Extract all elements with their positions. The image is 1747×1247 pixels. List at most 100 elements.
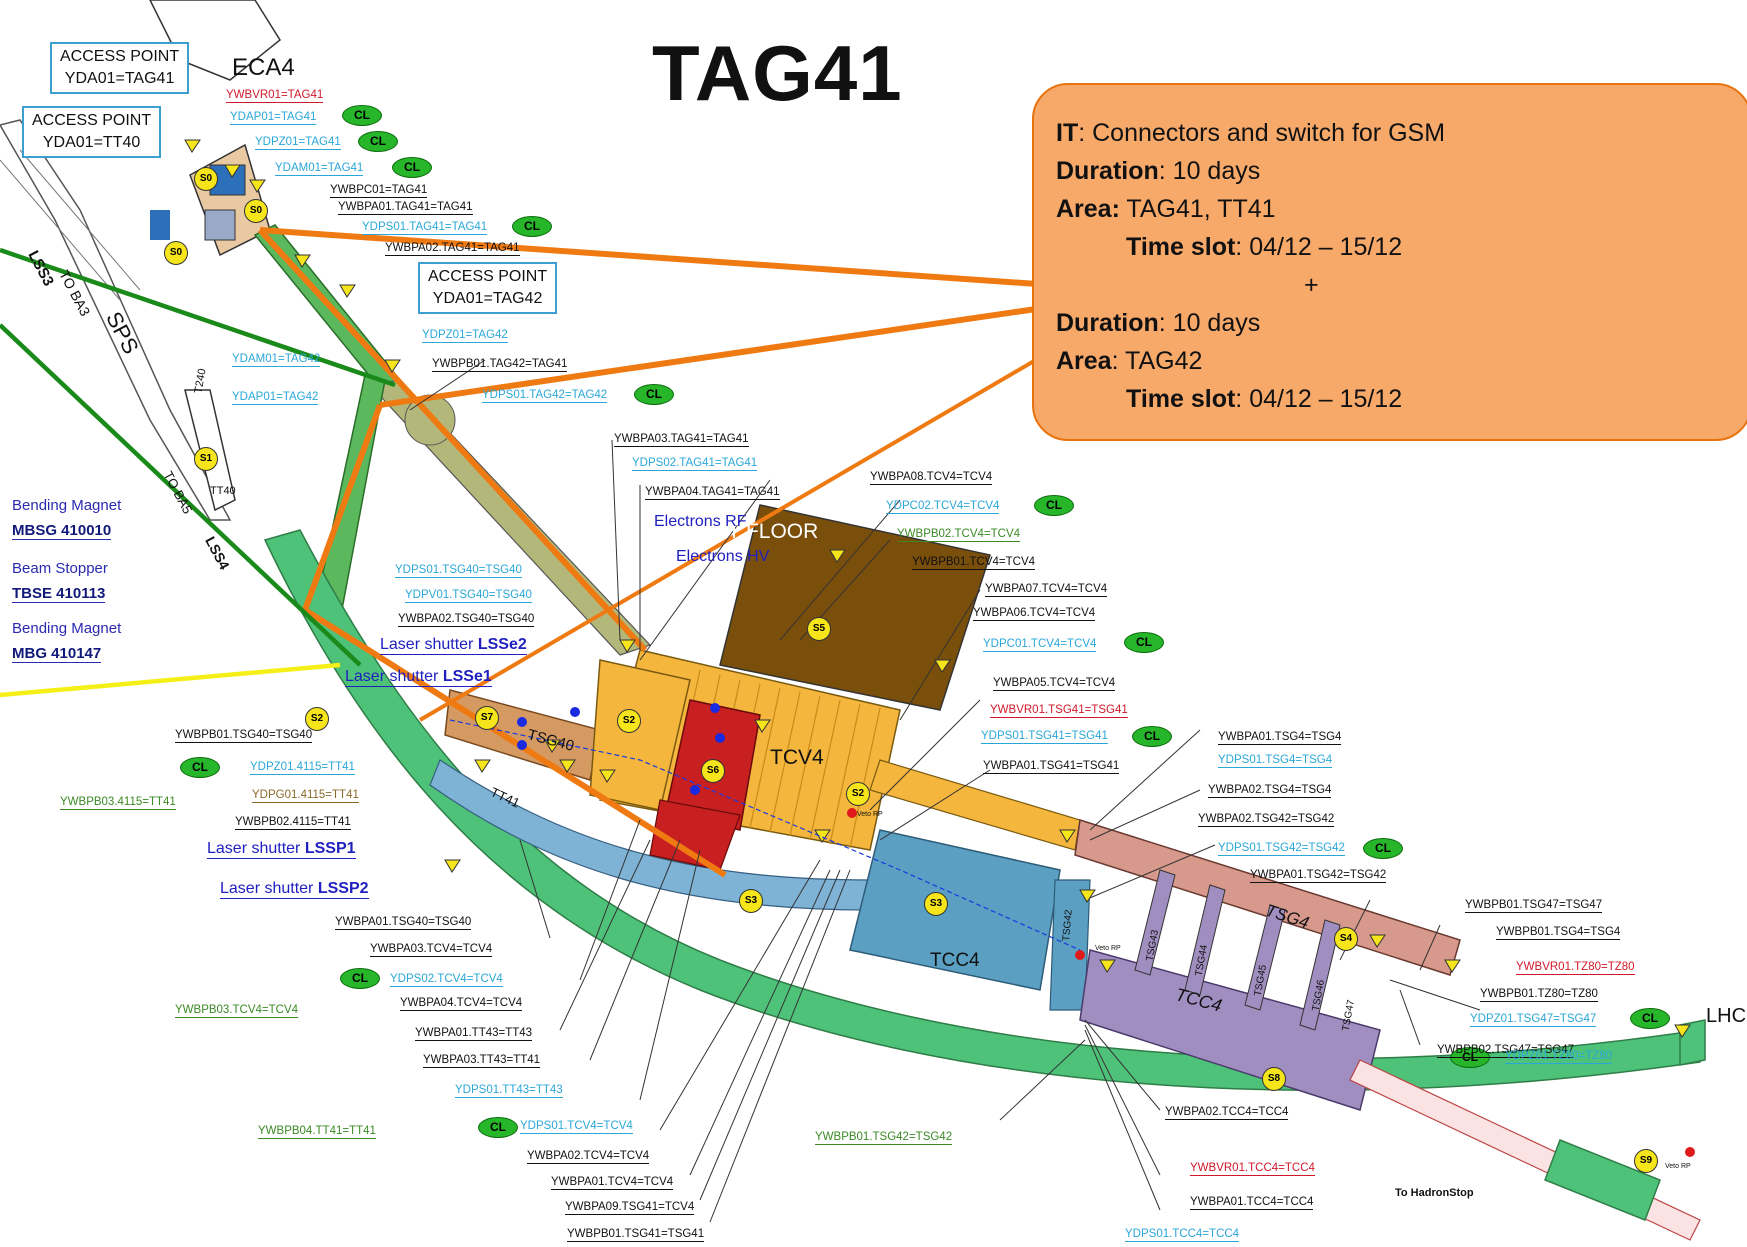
zone-tt40: TT40 xyxy=(210,485,236,497)
tag-label: YWBPA02.TCC4=TCC4 xyxy=(1165,1106,1289,1120)
it-label: IT xyxy=(1056,119,1079,147)
cl-badge: CL xyxy=(392,157,432,178)
info-duration-line: Duration: 10 days xyxy=(1056,157,1260,186)
tag-label: YWBPB01.TAG42=TAG41 xyxy=(432,358,568,372)
shutter-code: LSSP1 xyxy=(304,840,356,857)
tag-label: YDPS01.TAG41=TAG41 xyxy=(362,221,488,235)
tag-label: YWBPA04.TAG41=TAG41 xyxy=(645,486,780,500)
shutter-prefix: Laser shutter xyxy=(380,636,478,653)
sector-marker: S9 xyxy=(1634,1149,1658,1173)
tag-label: YDPZ01.TSG47=TSG47 xyxy=(1470,1013,1597,1027)
access-point-tag41: ACCESS POINT YDA01=TAG41 xyxy=(50,42,190,94)
timeslot2-text: : 04/12 – 15/12 xyxy=(1235,385,1403,413)
tag-label: YWBPA03.TCV4=TCV4 xyxy=(370,943,493,957)
tag-label: YWBPA02.TAG41=TAG41 xyxy=(385,242,520,256)
tsg4-tunnel xyxy=(1074,819,1461,976)
cl-badge: CL xyxy=(358,131,398,152)
leader-lines xyxy=(409,359,1481,1223)
tag-label: YDPS01.TSG40=TSG40 xyxy=(395,564,522,578)
cl-badge: CL xyxy=(180,757,220,778)
beam-stopper-label: Beam Stopper xyxy=(12,560,108,577)
shutter-prefix: Laser shutter xyxy=(220,880,318,897)
bending-magnet-code-1: MBSG 410010 xyxy=(12,522,112,540)
tag-label: YWBPA05.TCV4=TCV4 xyxy=(993,677,1116,691)
access-point-value: YDA01=TAG41 xyxy=(64,70,175,87)
s9-block xyxy=(1544,1139,1661,1221)
tag-label: YWBPB01.TSG41=TSG41 xyxy=(567,1228,705,1242)
zone-to-hadronstop: To HadronStop xyxy=(1395,1187,1474,1199)
tag-label: YWBPA01.TT43=TT43 xyxy=(415,1027,533,1041)
veto-rp-label-2: Veto RP xyxy=(1095,945,1121,952)
cl-badge: CL xyxy=(1630,1008,1670,1029)
laser-shutter-lsse1: Laser shutter LSSe1 xyxy=(345,668,492,687)
tag-label: YWBPA09.TSG41=TCV4 xyxy=(565,1201,695,1215)
shutter-prefix: Laser shutter xyxy=(345,668,443,685)
info-duration2-line: Duration: 10 days xyxy=(1056,309,1260,338)
tag-label: YDPS01.TT43=TT43 xyxy=(455,1084,563,1098)
tag-label: YWBPB02.TCV4=TCV4 xyxy=(897,528,1021,542)
info-it-line: IT: Connectors and switch for GSM xyxy=(1056,119,1445,148)
sector-marker: S2 xyxy=(305,707,329,731)
tag-label: YDPZ01.4115=TT41 xyxy=(250,761,355,775)
tag-label: YDPZ01=TAG42 xyxy=(422,329,508,343)
tag-label: YDPS01.TSG41=TSG41 xyxy=(981,730,1108,744)
area2-text: : TAG42 xyxy=(1111,347,1203,375)
sector-marker: S2 xyxy=(846,782,870,806)
tag-label: YWBPA02.TSG40=TSG40 xyxy=(398,613,535,627)
sector-marker: S5 xyxy=(807,617,831,641)
shutter-code: LSSe2 xyxy=(477,636,527,653)
beam-stopper-code: TBSE 410113 xyxy=(12,585,106,603)
sector-marker: S6 xyxy=(701,759,725,783)
shutter-prefix: Laser shutter xyxy=(207,840,305,857)
tag-label: YWBPB03.4115=TT41 xyxy=(60,796,176,810)
tag-label: YDPC02.TCV4=TCV4 xyxy=(886,500,1000,514)
tag-label: YDPS01.TSG4=TSG4 xyxy=(1218,754,1333,768)
sector-marker: S8 xyxy=(1262,1067,1286,1091)
zone-tcv4: TCV4 xyxy=(770,746,824,769)
area2-label: Area xyxy=(1056,347,1112,375)
tag-label: YWBPA06.TCV4=TCV4 xyxy=(973,607,1096,621)
veto-rp-label-1: Veto RP xyxy=(857,811,883,818)
page-title: TAG41 xyxy=(652,29,903,117)
sector-marker: S7 xyxy=(475,706,499,730)
tag-label: YWBPB01.TSG40=TSG40 xyxy=(175,729,313,743)
tag-label: YWBPA02.TCV4=TCV4 xyxy=(527,1150,650,1164)
tag-label: YWBVR01.TSG41=TSG41 xyxy=(990,704,1128,718)
sector-marker: S0 xyxy=(194,167,218,191)
shutter-code: LSSe1 xyxy=(442,668,492,685)
tag-label: YWBPB02.TSG47=TSG47 xyxy=(1437,1044,1575,1058)
tag-label: YWBPB01.TSG47=TSG47 xyxy=(1465,899,1603,913)
tag-label: YWBVR01.TZ80=TZ80 xyxy=(1516,961,1635,975)
timeslot-text: : 04/12 – 15/12 xyxy=(1235,233,1403,261)
sector-marker: S3 xyxy=(924,892,948,916)
access-point-tag42: ACCESS POINT YDA01=TAG42 xyxy=(418,262,558,314)
tag-label: YWBPB01.TSG42=TSG42 xyxy=(815,1131,953,1145)
laser-shutter-lssp1: Laser shutter LSSP1 xyxy=(207,840,356,859)
tag-label: YWBPB01.TZ80=TZ80 xyxy=(1480,988,1598,1002)
red-dots xyxy=(847,808,1695,1157)
tag-label: YWBPA02.TSG42=TSG42 xyxy=(1198,813,1335,827)
tag-label: YWBPB02.4115=TT41 xyxy=(235,816,351,830)
tsg-connectors xyxy=(1134,869,1341,1031)
tag-label: YDAP01=TAG41 xyxy=(230,111,317,125)
sector-marker: S0 xyxy=(164,241,188,265)
tcc4-hall xyxy=(849,829,1061,991)
tag-label: YDPZ01.TZ80=TZ80 xyxy=(1505,1050,1613,1064)
tag-label: YWBVR01.TCC4=TCC4 xyxy=(1190,1162,1315,1176)
tag-label: YWBPA01.TCC4=TCC4 xyxy=(1190,1196,1314,1210)
cl-badge: CL xyxy=(1034,495,1074,516)
zone-tcc4-blue: TCC4 xyxy=(930,950,980,971)
tag-label: YWBPB01.TCV4=TCV4 xyxy=(912,556,1036,570)
it-text: : Connectors and switch for GSM xyxy=(1078,119,1446,147)
tag-label: YWBPB04.TT41=TT41 xyxy=(258,1125,376,1139)
tag-label: YDPV01.TSG40=TSG40 xyxy=(405,589,532,603)
access-point-tt40: ACCESS POINT YDA01=TT40 xyxy=(22,106,162,158)
first-floor-room xyxy=(719,504,991,711)
cl-badge: CL xyxy=(634,384,674,405)
duration2-text: : 10 days xyxy=(1158,309,1261,337)
timeslot-label: Time slot xyxy=(1126,233,1236,261)
eca4-label: ECA4 xyxy=(232,54,295,81)
access-point-value: YDA01=TAG42 xyxy=(432,290,543,307)
sector-marker: S1 xyxy=(194,447,218,471)
tag-label: YWBPA04.TCV4=TCV4 xyxy=(400,997,523,1011)
